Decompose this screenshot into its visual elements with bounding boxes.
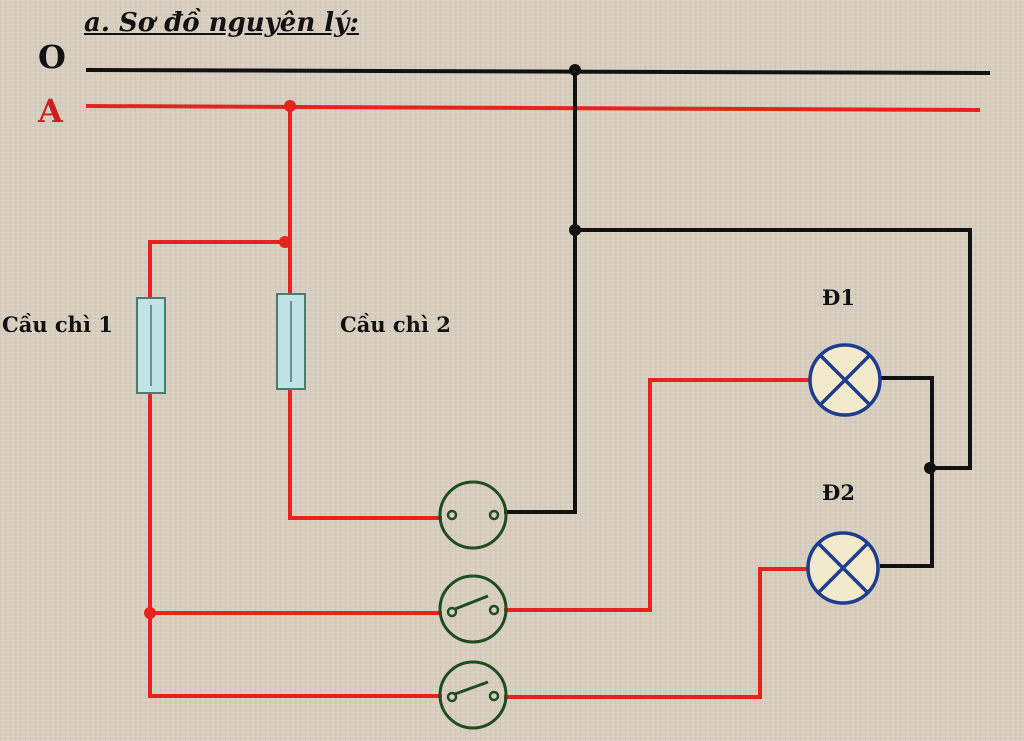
switch-2	[438, 660, 508, 730]
junction-dot	[279, 236, 291, 248]
phase-line-label: A	[38, 92, 63, 130]
switch2-to-lamp2	[504, 567, 808, 699]
junction-dot	[924, 462, 936, 474]
fuse-2	[276, 293, 306, 390]
phase-to-fuse1	[148, 240, 292, 298]
switch-1	[438, 574, 508, 644]
junction-dot	[569, 224, 581, 236]
neutral-line-label: O	[38, 38, 66, 76]
lamp-d2	[806, 531, 880, 605]
fuse-2-label: Cầu chì 2	[340, 312, 451, 337]
fuse1-trunk	[148, 392, 442, 698]
junction-dot	[284, 100, 296, 112]
diagram-title: a. Sơ đồ nguyên lý:	[84, 8, 359, 38]
lamp-d1	[808, 343, 882, 417]
power-socket	[438, 480, 508, 550]
lamp-common-wire	[880, 376, 934, 568]
neutral-trunk	[504, 70, 577, 514]
switch1-to-lamp1	[504, 378, 810, 612]
fuse-1-label: Cầu chì 1	[2, 312, 113, 337]
junction-dot	[569, 64, 581, 76]
fuse2-to-socket	[288, 388, 442, 520]
junction-dot	[144, 607, 156, 619]
neutral-branch-lamps	[575, 228, 972, 470]
lamp-d2-label: Đ2	[822, 480, 855, 505]
phase-line-a	[85, 104, 981, 112]
lamp-d1-label: Đ1	[822, 285, 855, 310]
neutral-line-o	[85, 68, 991, 75]
fuse-1	[136, 297, 166, 394]
